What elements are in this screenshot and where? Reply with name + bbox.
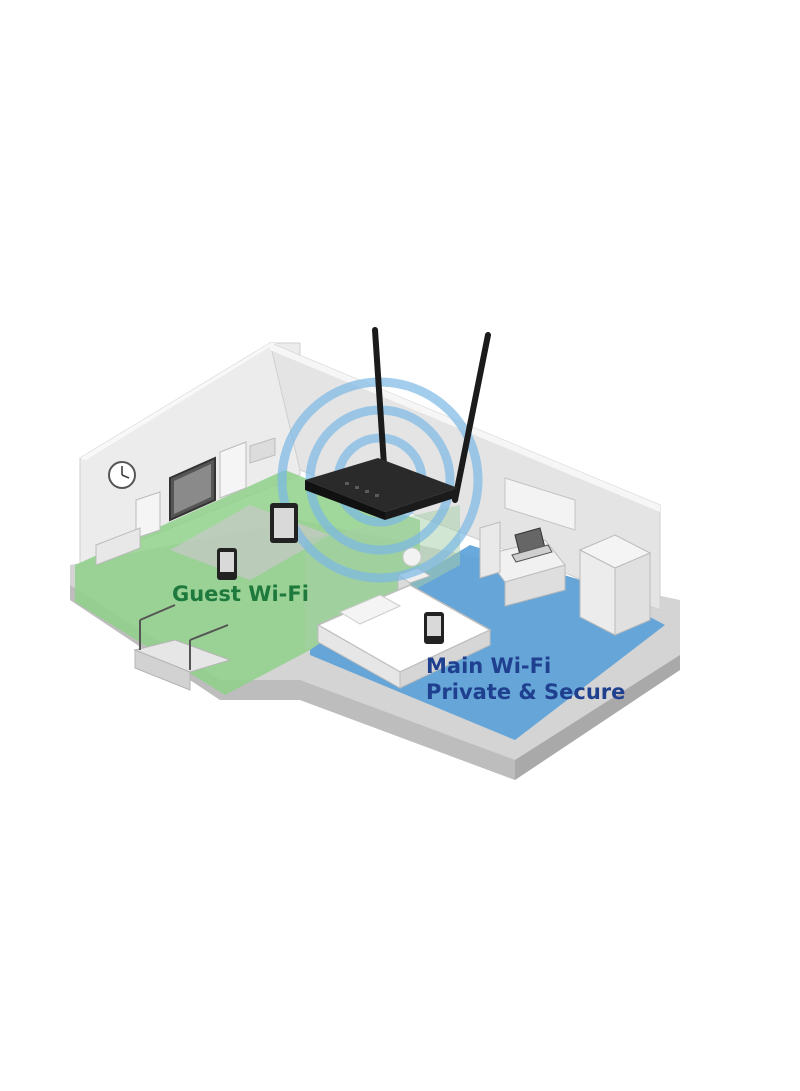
- wall-shelf: [504, 477, 576, 531]
- main-wifi-label: Main Wi-Fi: [426, 654, 552, 678]
- guest-wifi-label: Guest Wi-Fi: [172, 582, 309, 606]
- clock-icon: [108, 461, 136, 489]
- laptop-icon: [511, 527, 553, 563]
- smartphone-icon: [217, 548, 237, 580]
- wardrobe-icon: [578, 534, 652, 636]
- bed-icon: [316, 584, 492, 689]
- guest-zone-floor: [75, 470, 420, 695]
- tv-icon: [169, 456, 216, 522]
- router-icon: [305, 327, 491, 520]
- main-wifi-sublabel: Private & Secure: [426, 680, 626, 704]
- desk: [479, 521, 566, 607]
- bookshelf: [95, 437, 276, 566]
- stairs: [133, 604, 232, 691]
- tablet-icon: [270, 503, 298, 543]
- smartphone-icon: [424, 612, 444, 644]
